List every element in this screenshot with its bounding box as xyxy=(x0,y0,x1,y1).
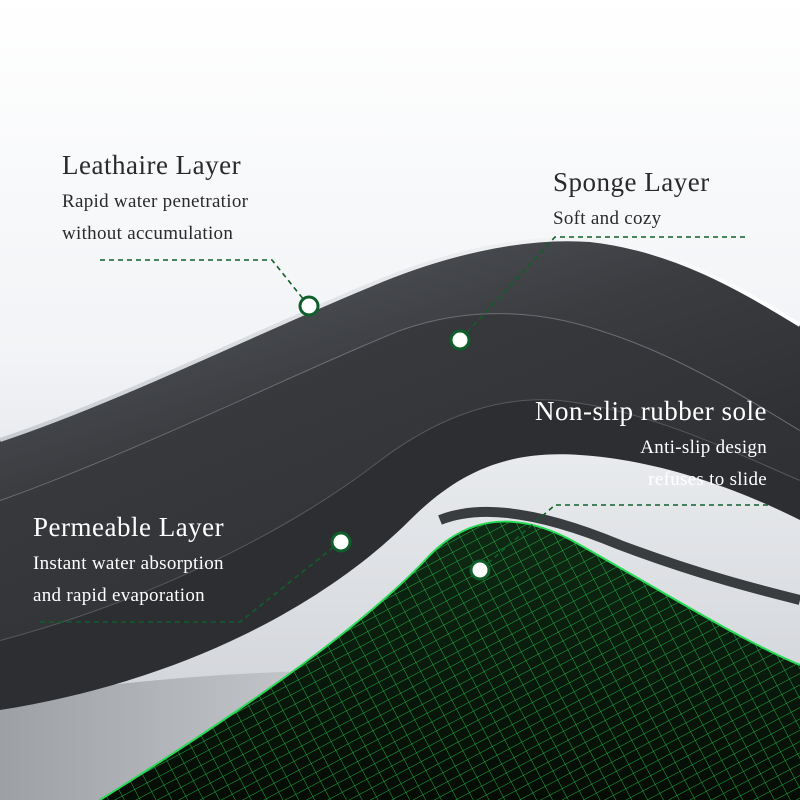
permeable-layer xyxy=(0,399,800,710)
leader-lines xyxy=(40,236,768,623)
permeable-marker xyxy=(330,531,352,553)
nonslip-desc-line-1: Anti-slip design xyxy=(640,437,767,458)
permeable-desc-line-1: Instant water absorption xyxy=(33,553,224,574)
markers xyxy=(298,295,491,581)
leathaire-title: Leathaire Layer xyxy=(62,150,242,180)
permeable-leader xyxy=(40,541,341,623)
leathaire-marker xyxy=(298,295,320,317)
sponge-desc-line-1: Soft and cozy xyxy=(553,208,662,229)
nonslip-desc-line-2: refuses to slide xyxy=(648,469,767,490)
nonslip-annotation: Non-slip rubber sole Anti-slip design re… xyxy=(535,396,767,491)
permeable-title: Permeable Layer xyxy=(33,512,225,542)
sponge-leader xyxy=(459,236,745,341)
nonslip-title: Non-slip rubber sole xyxy=(535,396,767,426)
sponge-marker xyxy=(449,329,471,351)
leathaire-annotation: Leathaire Layer Rapid water penetratior … xyxy=(62,150,248,245)
leathaire-leader xyxy=(100,259,309,306)
nonslip-marker xyxy=(469,559,491,581)
permeable-annotation: Permeable Layer Instant water absorption… xyxy=(33,512,224,607)
sponge-annotation: Sponge Layer Soft and cozy xyxy=(553,167,710,230)
sponge-title: Sponge Layer xyxy=(553,167,710,197)
leathaire-desc-line-1: Rapid water penetratior xyxy=(62,191,249,212)
sponge-layer xyxy=(0,313,800,640)
leathaire-desc-line-2: without accumulation xyxy=(62,223,234,244)
permeable-desc-line-2: and rapid evaporation xyxy=(33,585,205,606)
leathaire-layer xyxy=(0,239,800,500)
nonslip-leader xyxy=(479,504,768,571)
